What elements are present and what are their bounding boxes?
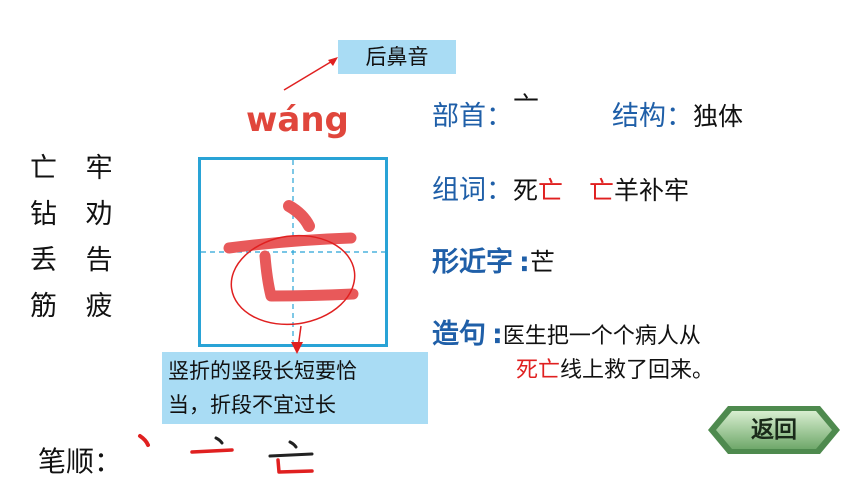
structure-row: 结构： 独体 — [612, 94, 743, 133]
back-button[interactable]: 返回 — [704, 404, 844, 456]
word-list: 亡 牢 钻 劝 丢 告 筋 疲 — [30, 146, 123, 330]
word-list-item: 筋 疲 — [30, 291, 123, 322]
pinyin: wáng — [246, 100, 349, 140]
arrow-to-note — [283, 57, 338, 91]
stroke-order-sequence — [138, 434, 314, 474]
stroke-order-label: 笔顺： — [38, 445, 123, 478]
character-strokes — [223, 200, 359, 344]
word-group-row: 组词： 死亡 亡羊补牢 — [432, 175, 690, 206]
radical-value: 亠 — [513, 92, 540, 122]
arrow-to-tip — [291, 342, 303, 354]
word-list-item: 亡 牢 — [30, 153, 123, 184]
tian-zi-grid — [198, 157, 388, 347]
word-list-item: 钻 劝 — [30, 199, 123, 230]
word-list-item: 丢 告 — [30, 245, 123, 276]
note-nasal-sound: 后鼻音 — [338, 40, 456, 74]
structure-value: 独体 — [693, 102, 744, 131]
sentence-line2: 死亡线上救了回来。 — [516, 358, 715, 383]
radical-row: 部首： 亠 — [432, 92, 539, 133]
similar-char-value: 芒 — [529, 248, 555, 277]
similar-char-row: 形近字 : 芒 — [432, 240, 555, 279]
note-stroke-tip: 竖折的竖段长短要恰 当，折段不宜过长 — [162, 352, 428, 424]
sentence-row: 造句 : 医生把一个个病人从 — [432, 319, 701, 350]
